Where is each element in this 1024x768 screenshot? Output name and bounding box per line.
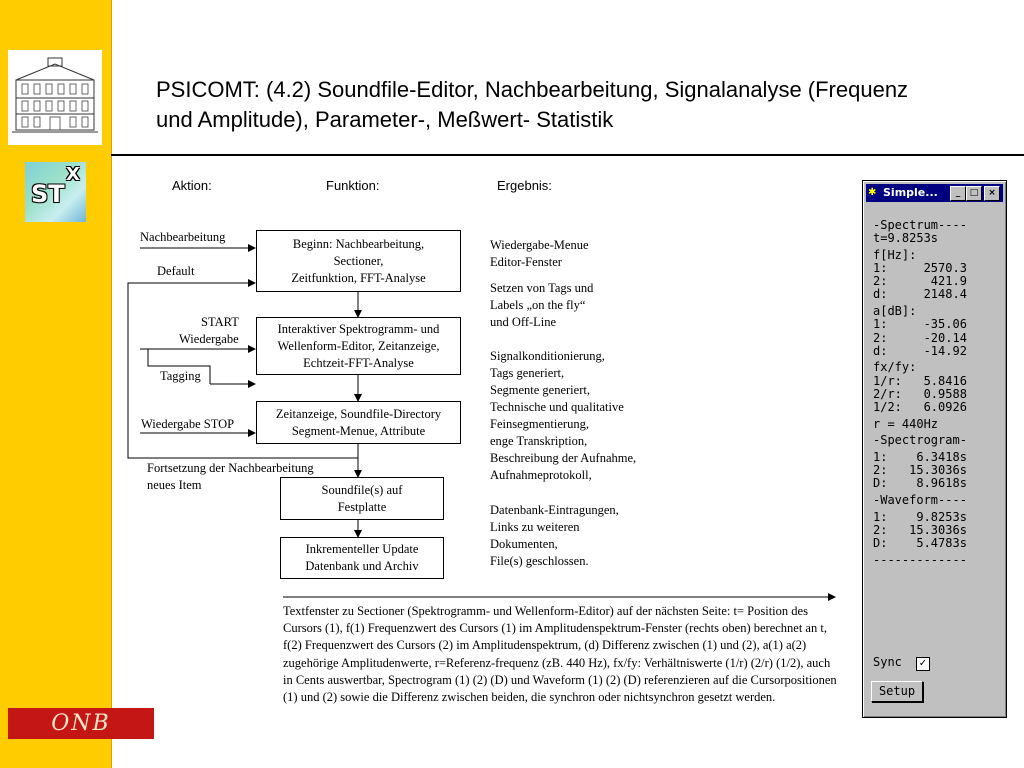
sync-checkbox[interactable]: ✓ (916, 657, 930, 671)
window-title: Simple... (883, 184, 938, 202)
readout-line: D: 8.9618s (873, 477, 967, 490)
readout-line: 2: 15.3036s (873, 524, 967, 537)
result-signalkonditionierung: Signalkonditionierung, Tags generiert, S… (490, 348, 636, 484)
function-box-soundfile-line-2: Festplatte (322, 499, 403, 516)
function-box-beginn-line-2: Sectioner, (291, 253, 425, 270)
function-box-update-line-1: Inkrementeller Update (305, 541, 418, 558)
readout-line: -Spectrum---- (873, 219, 967, 232)
explanation-text: Textfenster zu Sectioner (Spektrogramm- … (283, 603, 843, 706)
readout-line: -Spectrogram- (873, 434, 967, 447)
maximize-icon[interactable]: □ (966, 186, 982, 201)
readout-line: 1: 2570.3 (873, 262, 967, 275)
readout-line: r = 440Hz (873, 418, 967, 431)
close-icon[interactable]: × (984, 186, 1000, 201)
readout-line: 2/r: 0.9588 (873, 388, 967, 401)
action-wiedergabe: Wiedergabe (179, 331, 239, 348)
left-sidebar-band: ST X ONB (0, 0, 112, 768)
readout-line: t=9.8253s (873, 232, 967, 245)
stx-logo: ST X (25, 162, 86, 222)
app-icon: ✱ (868, 187, 880, 199)
result-line: Setzen von Tags und (490, 280, 593, 297)
result-line: Wiedergabe-Menue (490, 237, 589, 254)
readout-line: f[Hz]: (873, 249, 967, 262)
building-logo (8, 50, 102, 145)
onb-logo: ONB (8, 708, 154, 739)
function-box-beginn-line-1: Beginn: Nachbearbeitung, (291, 236, 425, 253)
title-divider (111, 154, 1024, 156)
setup-button[interactable]: Setup (871, 681, 923, 702)
function-box-zeitanzeige: Zeitanzeige, Soundfile-Directory Segment… (256, 401, 461, 444)
result-line: Tags generiert, (490, 365, 636, 382)
stx-logo-superscript: X (66, 164, 80, 185)
result-line: Editor-Fenster (490, 254, 589, 271)
result-tags: Setzen von Tags und Labels „on the fly“ … (490, 280, 593, 331)
function-box-editor-line-3: Echtzeit-FFT-Analyse (278, 355, 440, 372)
result-line: Aufnahmeprotokoll, (490, 467, 636, 484)
result-line: Technische und qualitative (490, 399, 636, 416)
function-box-soundfile: Soundfile(s) auf Festplatte (280, 477, 444, 520)
function-box-zeitanzeige-line-1: Zeitanzeige, Soundfile-Directory (276, 406, 441, 423)
result-line: Links zu weiteren (490, 519, 619, 536)
window-titlebar[interactable]: ✱ Simple... _ □ × (866, 184, 1003, 202)
readout-line: d: -14.92 (873, 345, 967, 358)
action-fortsetzung: Fortsetzung der Nachbearbeitung (147, 460, 314, 477)
minimize-icon[interactable]: _ (950, 186, 966, 201)
building-icon (8, 50, 102, 145)
function-box-zeitanzeige-line-2: Segment-Menue, Attribute (276, 423, 441, 440)
result-wiedergabe-menue: Wiedergabe-Menue Editor-Fenster (490, 237, 589, 271)
column-header-aktion: Aktion: (172, 178, 212, 193)
action-tagging: Tagging (160, 368, 201, 385)
result-line: enge Transkription, (490, 433, 636, 450)
result-line: Labels „on the fly“ (490, 297, 593, 314)
action-start: START (201, 314, 239, 331)
action-wiedergabe-stop: Wiedergabe STOP (141, 416, 234, 433)
result-line: File(s) geschlossen. (490, 553, 619, 570)
sync-label: Sync (873, 655, 902, 669)
action-default: Default (157, 263, 194, 280)
readout-line: a[dB]: (873, 305, 967, 318)
readout-line: D: 5.4783s (873, 537, 967, 550)
result-line: Segmente generiert, (490, 382, 636, 399)
readout-line: 2: -20.14 (873, 332, 967, 345)
readout-line: 1/r: 5.8416 (873, 375, 967, 388)
stx-logo-text: ST (31, 180, 65, 208)
function-box-beginn: Beginn: Nachbearbeitung, Sectioner, Zeit… (256, 230, 461, 292)
slide-title: PSICOMT: (4.2) Soundfile-Editor, Nachbea… (156, 75, 936, 135)
readout-line: 2: 421.9 (873, 275, 967, 288)
readout-line: fx/fy: (873, 361, 967, 374)
result-line: Signalkonditionierung, (490, 348, 636, 365)
result-line: und Off-Line (490, 314, 593, 331)
column-header-funktion: Funktion: (326, 178, 379, 193)
result-line: Beschreibung der Aufnahme, (490, 450, 636, 467)
readout-line: -Waveform---- (873, 494, 967, 507)
result-datenbank: Datenbank-Eintragungen, Links zu weitere… (490, 502, 619, 570)
readout-line: ------------- (873, 554, 967, 567)
function-box-update-line-2: Datenbank und Archiv (305, 558, 418, 575)
action-neues-item: neues Item (147, 477, 202, 494)
action-nachbearbeitung: Nachbearbeitung (140, 229, 225, 246)
readout-line: d: 2148.4 (873, 288, 967, 301)
readout-line: 1/2: 6.0926 (873, 401, 967, 414)
simple-window[interactable]: ✱ Simple... _ □ × -Spectrum----t=9.8253s… (862, 180, 1007, 718)
readout-line: 1: -35.06 (873, 318, 967, 331)
function-box-editor: Interaktiver Spektrogramm- und Wellenfor… (256, 317, 461, 375)
function-box-editor-line-2: Wellenform-Editor, Zeitanzeige, (278, 338, 440, 355)
function-box-soundfile-line-1: Soundfile(s) auf (322, 482, 403, 499)
readout-line: 2: 15.3036s (873, 464, 967, 477)
function-box-editor-line-1: Interaktiver Spektrogramm- und (278, 321, 440, 338)
result-line: Dokumenten, (490, 536, 619, 553)
function-box-update: Inkrementeller Update Datenbank und Arch… (280, 537, 444, 579)
column-header-ergebnis: Ergebnis: (497, 178, 552, 193)
result-line: Feinsegmentierung, (490, 416, 636, 433)
function-box-beginn-line-3: Zeitfunktion, FFT-Analyse (291, 270, 425, 287)
result-line: Datenbank-Eintragungen, (490, 502, 619, 519)
readout-line: 1: 6.3418s (873, 451, 967, 464)
readout-line: 1: 9.8253s (873, 511, 967, 524)
